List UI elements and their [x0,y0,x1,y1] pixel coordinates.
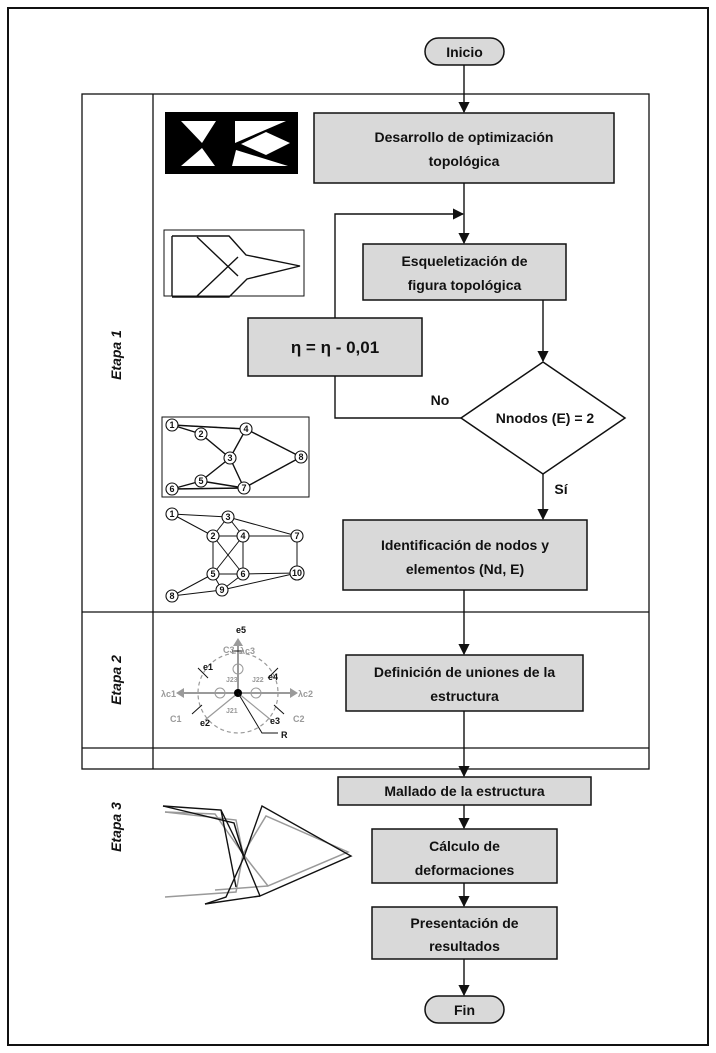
svg-text:λc3: λc3 [240,646,255,656]
flow-connectors [334,65,549,997]
joint-definition-box [345,654,584,712]
svg-text:λc1: λc1 [161,689,176,699]
results-box [371,906,558,960]
joint-definition-line1: Definición de uniones de la [374,664,555,680]
topology-optimization-line1: Desarrollo de optimización [375,129,554,145]
graph-node: 7 [290,529,304,543]
numbered-skeleton-image: 1 2 3 4 5 6 7 8 [161,416,310,498]
outer-frame [7,7,709,1046]
svg-text:R: R [281,730,288,740]
decision-yes-label: Sí [554,481,568,497]
skeletonization-box [362,243,567,301]
topology-optimization-box [313,112,615,184]
deformation-calc-box [371,828,558,884]
svg-text:3: 3 [227,453,232,463]
graph-node: 2 [206,529,220,543]
stage-3-label: Etapa 3 [108,802,124,852]
svg-text:C1: C1 [170,714,182,724]
svg-text:C3: C3 [223,645,235,655]
skeleton-node: 4 [239,422,253,436]
svg-text:1: 1 [169,509,174,519]
svg-text:5: 5 [198,476,203,486]
graph-node: 9 [215,583,229,597]
svg-text:9: 9 [219,585,224,595]
decision-no-label: No [431,392,450,408]
skeleton-node: 6 [165,482,179,496]
results-line2: resultados [429,938,500,954]
svg-text:2: 2 [198,429,203,439]
svg-text:e2: e2 [200,718,210,728]
meshing-label: Mallado de la estructura [384,783,544,799]
start-label: Inicio [446,44,483,60]
graph-node: 8 [165,589,179,603]
graph-node: 5 [206,567,220,581]
graph-node: 10 [289,565,305,581]
svg-text:5: 5 [210,569,215,579]
skeleton-node: 5 [194,474,208,488]
stage-1-label: Etapa 1 [108,330,124,380]
svg-text:e1: e1 [203,662,213,672]
graph-node: 4 [236,529,250,543]
node-identification-line2: elementos (Nd, E) [406,561,524,577]
results-line1: Presentación de [410,915,518,931]
graph-node: 3 [221,510,235,524]
stage-table [81,93,650,770]
deformed-mesh-image [162,804,353,905]
node-count-decision-label: Nnodos (E) = 2 [496,410,595,426]
svg-text:e5: e5 [236,625,246,635]
svg-text:6: 6 [240,569,245,579]
svg-text:1: 1 [169,420,174,430]
topology-optimization-line2: topológica [429,153,500,169]
svg-text:4: 4 [243,424,248,434]
svg-text:10: 10 [292,568,302,578]
skeleton-node: 2 [194,427,208,441]
stage-2-label: Etapa 2 [108,655,124,705]
eta-update-label: η = η - 0,01 [291,338,379,357]
skeleton-node: 3 [223,451,237,465]
meshing-box [337,776,592,806]
skeleton-node: 7 [237,481,251,495]
svg-text:7: 7 [241,483,246,493]
svg-text:J21: J21 [226,708,238,715]
svg-text:8: 8 [169,591,174,601]
svg-text:3: 3 [225,512,230,522]
graph-node: 1 [165,507,179,521]
node-identification-line1: Identificación de nodos y [381,537,549,553]
topology-image [165,112,298,174]
joint-definition-image: e5 e1 e2 e3 e4 R C3 C1 C2 λc1 λc2 λc3 J2… [161,625,313,740]
deformation-calc-line2: deformaciones [415,862,515,878]
skeletonization-line2: figura topológica [408,277,522,293]
svg-text:λc2: λc2 [298,689,313,699]
svg-text:C2: C2 [293,714,305,724]
skeleton-node: 1 [165,418,179,432]
svg-text:7: 7 [294,531,299,541]
svg-text:J23: J23 [226,677,238,684]
node-graph-image: 1 2 3 4 5 6 7 8 9 10 [165,507,305,603]
svg-text:8: 8 [298,452,303,462]
joint-definition-line2: estructura [430,688,499,704]
deformation-calc-line1: Cálculo de [429,838,500,854]
skeleton-node: 8 [294,450,308,464]
end-label: Fin [454,1002,475,1018]
svg-text:4: 4 [240,531,245,541]
skeletonization-line1: Esqueletización de [401,253,527,269]
svg-text:2: 2 [210,531,215,541]
svg-text:e3: e3 [270,716,280,726]
svg-text:e4: e4 [268,672,278,682]
svg-text:6: 6 [169,484,174,494]
skeleton-image [163,229,305,298]
graph-node: 6 [236,567,250,581]
svg-text:J22: J22 [252,677,264,684]
node-identification-box [342,519,588,591]
